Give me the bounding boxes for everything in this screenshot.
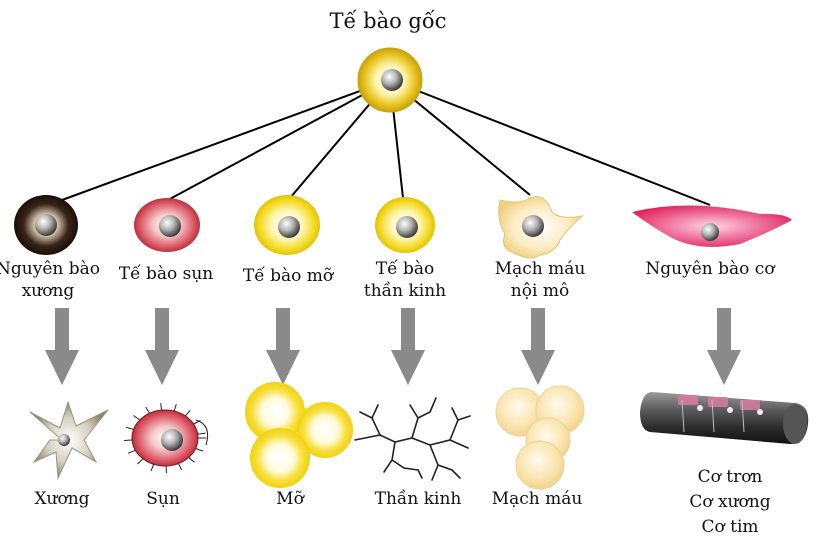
nerve-branch-10 [438, 465, 460, 478]
blood-vessel-label-line-1: Mạch máu [492, 488, 583, 510]
down-arrow-icon-endothelial [521, 308, 555, 385]
chondrocyte-nucleus-icon [159, 215, 181, 237]
connector-line-chondrocyte [168, 80, 390, 200]
fat-label: Mỡ [276, 488, 304, 510]
nerve-branch-4 [410, 405, 418, 438]
nerve-network-icon [355, 398, 470, 480]
neuron-cell-icon [375, 197, 435, 253]
endothelial-cell-nucleus-icon [522, 215, 544, 237]
cartilage-cell-nucleus-icon [161, 429, 183, 451]
bone-cell-icon [30, 402, 108, 478]
cartilage-fiber [189, 457, 195, 462]
down-arrow-icon-myoblast [707, 308, 741, 385]
osteoblast-icon [14, 195, 78, 255]
cartilage-fiber [134, 416, 140, 420]
muscle-nucleus-icon-3 [757, 409, 763, 415]
nerve-branch-5 [418, 398, 436, 418]
endothelial-label: Mạch máu nội mô [495, 258, 586, 302]
down-arrow-icon-neuron [391, 308, 425, 385]
connector-line-osteoblast [62, 80, 390, 200]
adipocyte-icon [254, 195, 320, 255]
cartilage-fiber [138, 459, 143, 464]
osteoblast-nucleus-icon [35, 214, 57, 236]
connector-line-myoblast [390, 80, 710, 205]
down-arrow-icon-chondrocyte [145, 308, 179, 385]
myoblast-icon [632, 205, 792, 246]
muscle-striation-2 [708, 397, 728, 407]
muscle-label: Cơ trơn Cơ xương Cơ tim [689, 465, 770, 540]
bone-label-line-1: Xương [34, 488, 89, 510]
fat-cell-3 [250, 428, 310, 488]
adipocyte-label: Tế bào mỡ [243, 265, 333, 287]
muscle-striation-1 [678, 395, 698, 405]
nerve-label: Thần kinh [375, 488, 462, 510]
cartilage-fiber [128, 450, 135, 453]
nerve-branch-2 [372, 405, 380, 435]
neuron-label-line-2: thần kinh [364, 280, 446, 302]
cartilage-fiber [161, 403, 162, 410]
muscle-label-line-1: Cơ trơn [689, 465, 770, 490]
nerve-branch-3 [384, 442, 395, 472]
cartilage-fiber [196, 448, 203, 451]
chondrocyte-label: Tế bào sụn [119, 263, 213, 285]
osteoblast-label: Nguyên bào xương [0, 258, 100, 302]
nerve-branch-8 [458, 416, 470, 420]
cartilage-cell-icon [124, 403, 208, 473]
neuron-label: Tế bào thần kinh [364, 258, 446, 302]
endothelial-cell-icon [499, 197, 582, 258]
nerve-branch-12 [418, 470, 422, 478]
cartilage-fiber [198, 433, 206, 434]
myoblast-label: Nguyên bào cơ [645, 258, 774, 280]
cartilage-fiber [178, 464, 181, 470]
adipocyte-label-line-1: Tế bào mỡ [243, 265, 333, 287]
nerve-branch-9 [392, 460, 418, 470]
osteoblast-label-line-1: Nguyên bào [0, 258, 100, 280]
down-arrow-icon-osteoblast [45, 308, 79, 385]
blood-vessel-label: Mạch máu [492, 488, 583, 510]
stem-cell-nucleus-icon [381, 69, 403, 91]
chondrocyte-icon [134, 198, 200, 252]
blood-vessel-cells-icon [496, 386, 584, 489]
myoblast-nucleus-icon [701, 223, 719, 241]
nerve-branch-7 [450, 408, 458, 440]
cartilage-label: Sụn [146, 488, 180, 510]
chondrocyte-label-line-1: Tế bào sụn [119, 263, 213, 285]
nerve-branch-11 [360, 412, 372, 418]
muscle-nucleus-icon-1 [697, 405, 703, 411]
muscle-fiber-icon [640, 392, 808, 444]
bone-label: Xương [34, 488, 89, 510]
down-arrow-icon-adipocyte [266, 308, 300, 385]
cartilage-fiber [185, 410, 190, 416]
root-label: Tế bào gốc [330, 8, 447, 34]
endothelial-label-line-1: Mạch máu [495, 258, 586, 280]
muscle-nucleus-icon-2 [727, 407, 733, 413]
fat-tissue-icon [245, 382, 353, 488]
cartilage-fiber [146, 407, 150, 413]
neuron-label-line-1: Tế bào [364, 258, 446, 280]
cartilage-label-line-1: Sụn [146, 488, 180, 510]
bone-cell-nucleus-icon [58, 434, 70, 446]
muscle-label-line-2: Cơ xương [689, 490, 770, 515]
muscle-fiber-end [783, 404, 807, 444]
osteoblast-label-line-2: xương [0, 280, 100, 302]
muscle-label-line-3: Cơ tim [689, 515, 770, 540]
cartilage-fiber [126, 427, 134, 429]
nerve-branch-6 [430, 445, 438, 480]
cartilage-fiber [174, 404, 176, 411]
cartilage-fiber [151, 464, 154, 471]
neuron-cell-nucleus-icon [396, 216, 418, 238]
fat-label-line-1: Mỡ [276, 488, 304, 510]
vessel-cell-4 [516, 441, 564, 489]
nerve-label-line-1: Thần kinh [375, 488, 462, 510]
endothelial-label-line-2: nội mô [495, 280, 586, 302]
adipocyte-nucleus-icon [278, 216, 300, 238]
stem-cell-icon [358, 48, 422, 112]
myoblast-label-line-1: Nguyên bào cơ [645, 258, 774, 280]
